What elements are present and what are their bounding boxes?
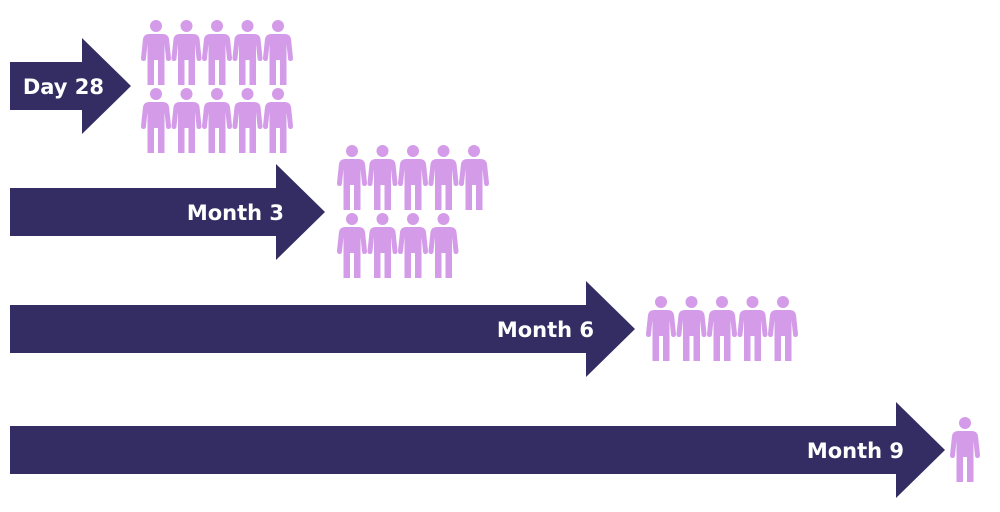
- people-group: [646, 296, 798, 361]
- person-icon: [707, 296, 737, 361]
- person-icon: [398, 145, 428, 210]
- person-icon: [676, 296, 707, 361]
- timeline-row: Month 9: [10, 402, 980, 498]
- person-icon: [141, 20, 171, 85]
- person-icon: [367, 145, 398, 210]
- arrow: [10, 281, 635, 377]
- person-icon: [337, 145, 367, 210]
- person-icon: [428, 213, 459, 278]
- person-icon: [737, 296, 768, 361]
- person-icon: [232, 88, 263, 153]
- people-group: [141, 20, 293, 153]
- arrow-label: Month 6: [497, 318, 594, 342]
- arrow: [10, 402, 945, 498]
- people-group: [337, 145, 489, 278]
- person-icon: [950, 417, 980, 482]
- arrow-label: Day 28: [23, 75, 104, 99]
- people-group: [950, 417, 980, 482]
- timeline-row: Day 28: [10, 20, 293, 153]
- person-icon: [428, 145, 459, 210]
- arrow: [10, 38, 131, 134]
- person-icon: [646, 296, 676, 361]
- timeline-row: Month 3: [10, 145, 489, 278]
- person-icon: [202, 20, 232, 85]
- person-icon: [232, 20, 263, 85]
- person-icon: [768, 296, 798, 361]
- arrow-label: Month 9: [807, 439, 904, 463]
- arrow: [10, 164, 325, 260]
- person-icon: [337, 213, 367, 278]
- arrow-label: Month 3: [187, 201, 284, 225]
- person-icon: [263, 88, 293, 153]
- person-icon: [202, 88, 232, 153]
- person-icon: [171, 88, 202, 153]
- person-icon: [171, 20, 202, 85]
- timeline-row: Month 6: [10, 281, 798, 377]
- person-icon: [459, 145, 489, 210]
- person-icon: [263, 20, 293, 85]
- person-icon: [141, 88, 171, 153]
- person-icon: [367, 213, 398, 278]
- person-icon: [398, 213, 428, 278]
